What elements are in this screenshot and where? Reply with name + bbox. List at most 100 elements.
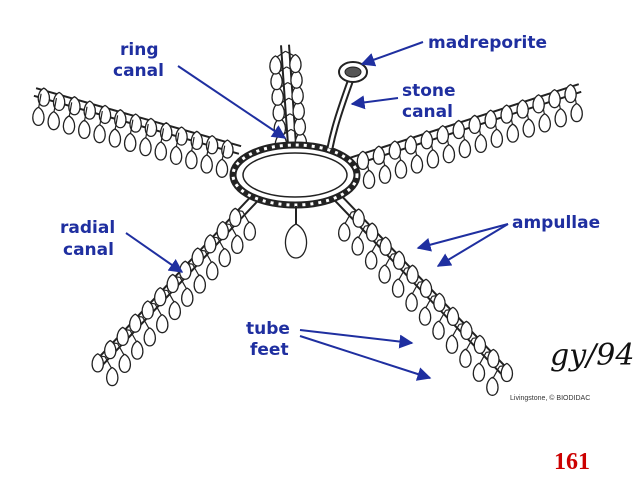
ampulla: [155, 313, 169, 334]
ampulla: [37, 87, 51, 107]
ampulla: [128, 313, 142, 333]
tube-foot-stem: [104, 356, 113, 370]
artist-signature: gy/94: [550, 338, 634, 373]
ampulla: [410, 154, 424, 174]
tube-foot-stem: [343, 211, 352, 226]
ampulla: [91, 353, 105, 373]
ampulla: [169, 145, 183, 165]
ampulla: [153, 286, 167, 307]
ampulla: [159, 122, 173, 142]
tube-foot-stem: [83, 106, 88, 123]
tube-foot-stem: [53, 97, 58, 114]
ampulla: [293, 116, 307, 136]
label-pointers: [125, 41, 509, 381]
ampulla: [191, 247, 205, 267]
ampulla: [391, 278, 405, 298]
ampulla: [459, 348, 472, 368]
ampulla: [487, 348, 500, 369]
tube-foot-stem: [397, 267, 406, 282]
tube-foot-stem: [370, 239, 379, 254]
ampulla: [379, 236, 392, 256]
tube-foot-stem: [114, 115, 119, 132]
ampulla: [420, 130, 434, 150]
ampulla: [500, 362, 514, 383]
tube-foot-stem: [175, 132, 180, 149]
ampulla: [436, 124, 450, 145]
ampulla: [103, 339, 117, 360]
tube-foot-stem: [384, 253, 393, 268]
tube-foot-stem: [144, 123, 149, 140]
ampulla: [404, 135, 418, 155]
ampulla: [116, 326, 130, 347]
ampulla: [473, 334, 487, 355]
ampulla: [178, 260, 192, 280]
tube-foot-stem: [116, 343, 126, 357]
ampulla: [118, 353, 132, 374]
ampulla: [32, 106, 45, 127]
ampulla: [364, 250, 378, 270]
ampulla: [154, 141, 168, 161]
ampulla: [228, 207, 242, 228]
ampulla: [516, 99, 529, 119]
ampulla: [78, 119, 91, 139]
ampulla: [205, 261, 219, 281]
tube-foot-stem: [190, 136, 195, 153]
ampulla: [522, 118, 536, 138]
ampulla: [269, 55, 282, 75]
ampulla: [458, 138, 472, 159]
ampulla: [221, 139, 234, 159]
tube-foot-stem: [478, 352, 487, 366]
ampulla: [105, 366, 119, 387]
ampulla: [554, 107, 567, 128]
ring-canal-label: ring canal: [113, 40, 164, 81]
ampulla: [392, 250, 406, 270]
ampulla: [291, 85, 304, 105]
ampulla: [378, 264, 391, 284]
madreporite: [338, 61, 368, 83]
tube-foot-stem: [221, 145, 226, 162]
ampulla: [93, 123, 106, 144]
tube-foot-stem: [438, 309, 447, 324]
ampulla: [185, 149, 198, 170]
tube-foot-stem: [154, 303, 163, 317]
ampulla: [108, 128, 122, 148]
ampulla: [175, 126, 188, 146]
tube-foot-stem: [179, 277, 188, 291]
image-credit: Livingstone, © BIODIDAC: [510, 394, 590, 402]
tube-foot-stem: [241, 210, 251, 225]
ampulla: [114, 109, 127, 129]
ampulla: [356, 150, 370, 170]
ampulla: [474, 133, 488, 154]
ampulla: [141, 300, 155, 320]
ampullae-label: ampullae: [512, 213, 600, 233]
ampulla: [372, 145, 386, 165]
ampulla: [139, 136, 152, 157]
tube-foot-stem: [37, 93, 42, 110]
tube-foot-stem: [229, 224, 238, 238]
ampulla: [203, 234, 217, 254]
ampulla: [365, 222, 379, 242]
tube-foot-stem: [68, 102, 73, 119]
page-number: 161: [554, 449, 590, 475]
tube-foot-stem: [129, 329, 138, 344]
ampulla: [62, 115, 76, 135]
ampulla: [270, 70, 283, 91]
ampulla: [394, 159, 408, 179]
ampulla: [243, 221, 257, 241]
tube-foot-stem: [206, 141, 210, 158]
tube-foot-stem: [141, 316, 151, 331]
ampulla: [337, 222, 351, 242]
ampulla: [68, 96, 81, 116]
tube-foot-stem: [204, 250, 213, 265]
ampulla: [352, 208, 365, 228]
ampulla: [190, 130, 204, 151]
tube-foot-stem: [216, 237, 226, 251]
ampulla: [570, 102, 583, 123]
ampulla: [460, 320, 473, 341]
ampulla: [351, 236, 364, 256]
ampulla: [446, 306, 460, 326]
ring-canal: [229, 141, 361, 209]
tube-feet-and-ampullae: [32, 50, 583, 396]
ampulla: [418, 306, 432, 326]
